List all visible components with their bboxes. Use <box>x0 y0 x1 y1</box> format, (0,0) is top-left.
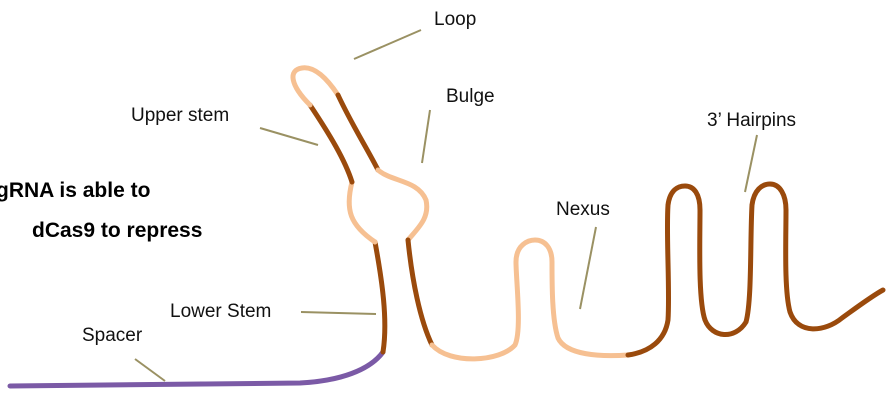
note-line-2: dCas9 to repress <box>32 220 202 241</box>
lower-stem-right-segment <box>408 240 432 345</box>
note-line-1: gRNA is able to <box>0 180 150 201</box>
upper-stem-leader-line <box>260 128 318 145</box>
nexus-segment <box>432 240 628 359</box>
bulge-leader-line <box>422 110 430 163</box>
spacer-leader-line <box>135 359 165 381</box>
nexus-leader-line <box>580 227 596 309</box>
bulge-label: Bulge <box>446 87 495 106</box>
nexus-label: Nexus <box>556 200 610 219</box>
lower-stem-leader-line <box>301 312 376 314</box>
loop-label: Loop <box>434 10 476 29</box>
loop-segment <box>293 68 338 105</box>
lower-stem-label: Lower Stem <box>170 302 271 321</box>
upper-stem-label: Upper stem <box>131 106 229 125</box>
hairpins-label: 3’ Hairpins <box>707 111 796 130</box>
spacer-label: Spacer <box>82 326 142 345</box>
spacer-segment <box>10 352 383 386</box>
bulge-right-segment <box>378 170 427 240</box>
loop-leader-line <box>354 30 421 59</box>
hairpins-leader-line <box>745 135 757 192</box>
lower-stem-left-segment <box>375 242 385 352</box>
hairpins-segment <box>628 184 883 355</box>
bulge-left-segment <box>349 182 375 242</box>
